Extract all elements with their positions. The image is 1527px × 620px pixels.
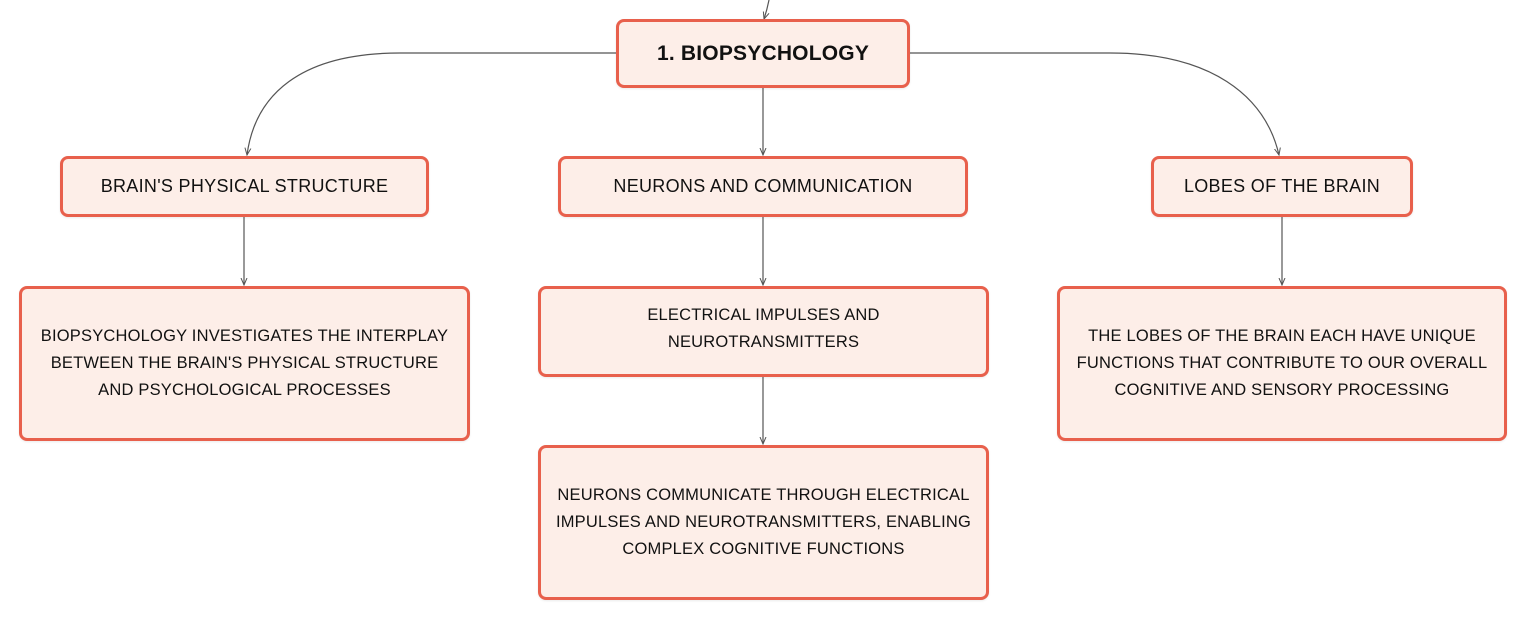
detail-node-electrical-impulses[interactable]: ELECTRICAL IMPULSES AND NEUROTRANSMITTER… [538, 286, 989, 377]
detail-node-neurons-communicate[interactable]: NEURONS COMMUNICATE THROUGH ELECTRICAL I… [538, 445, 989, 600]
root-node-label: 1. BIOPSYCHOLOGY [656, 41, 870, 65]
detail-node-text: NEURONS COMMUNICATE THROUGH ELECTRICAL I… [555, 486, 972, 558]
topic-node-label: NEURONS AND COMMUNICATION [613, 176, 913, 196]
detail-node-text: THE LOBES OF THE BRAIN EACH HAVE UNIQUE … [1076, 327, 1488, 399]
topic-node-label: BRAIN'S PHYSICAL STRUCTURE [100, 176, 389, 196]
topic-node-neurons-and-communication[interactable]: NEURONS AND COMMUNICATION [558, 156, 968, 217]
detail-node-text: ELECTRICAL IMPULSES AND NEUROTRANSMITTER… [647, 305, 880, 351]
topic-node-brain-physical-structure[interactable]: BRAIN'S PHYSICAL STRUCTURE [60, 156, 429, 217]
root-node[interactable]: 1. BIOPSYCHOLOGY [616, 19, 910, 88]
root-to-lobes-connector [910, 52, 1279, 155]
incoming-connector [764, 0, 770, 19]
detail-node-biopsychology-interplay[interactable]: BIOPSYCHOLOGY INVESTIGATES THE INTERPLAY… [19, 286, 470, 441]
detail-node-text: BIOPSYCHOLOGY INVESTIGATES THE INTERPLAY… [40, 327, 449, 399]
topic-node-lobes-of-the-brain[interactable]: LOBES OF THE BRAIN [1151, 156, 1413, 217]
root-to-brain-structure-connector [247, 52, 616, 155]
topic-node-label: LOBES OF THE BRAIN [1183, 176, 1381, 196]
detail-node-lobes-functions[interactable]: THE LOBES OF THE BRAIN EACH HAVE UNIQUE … [1057, 286, 1507, 441]
